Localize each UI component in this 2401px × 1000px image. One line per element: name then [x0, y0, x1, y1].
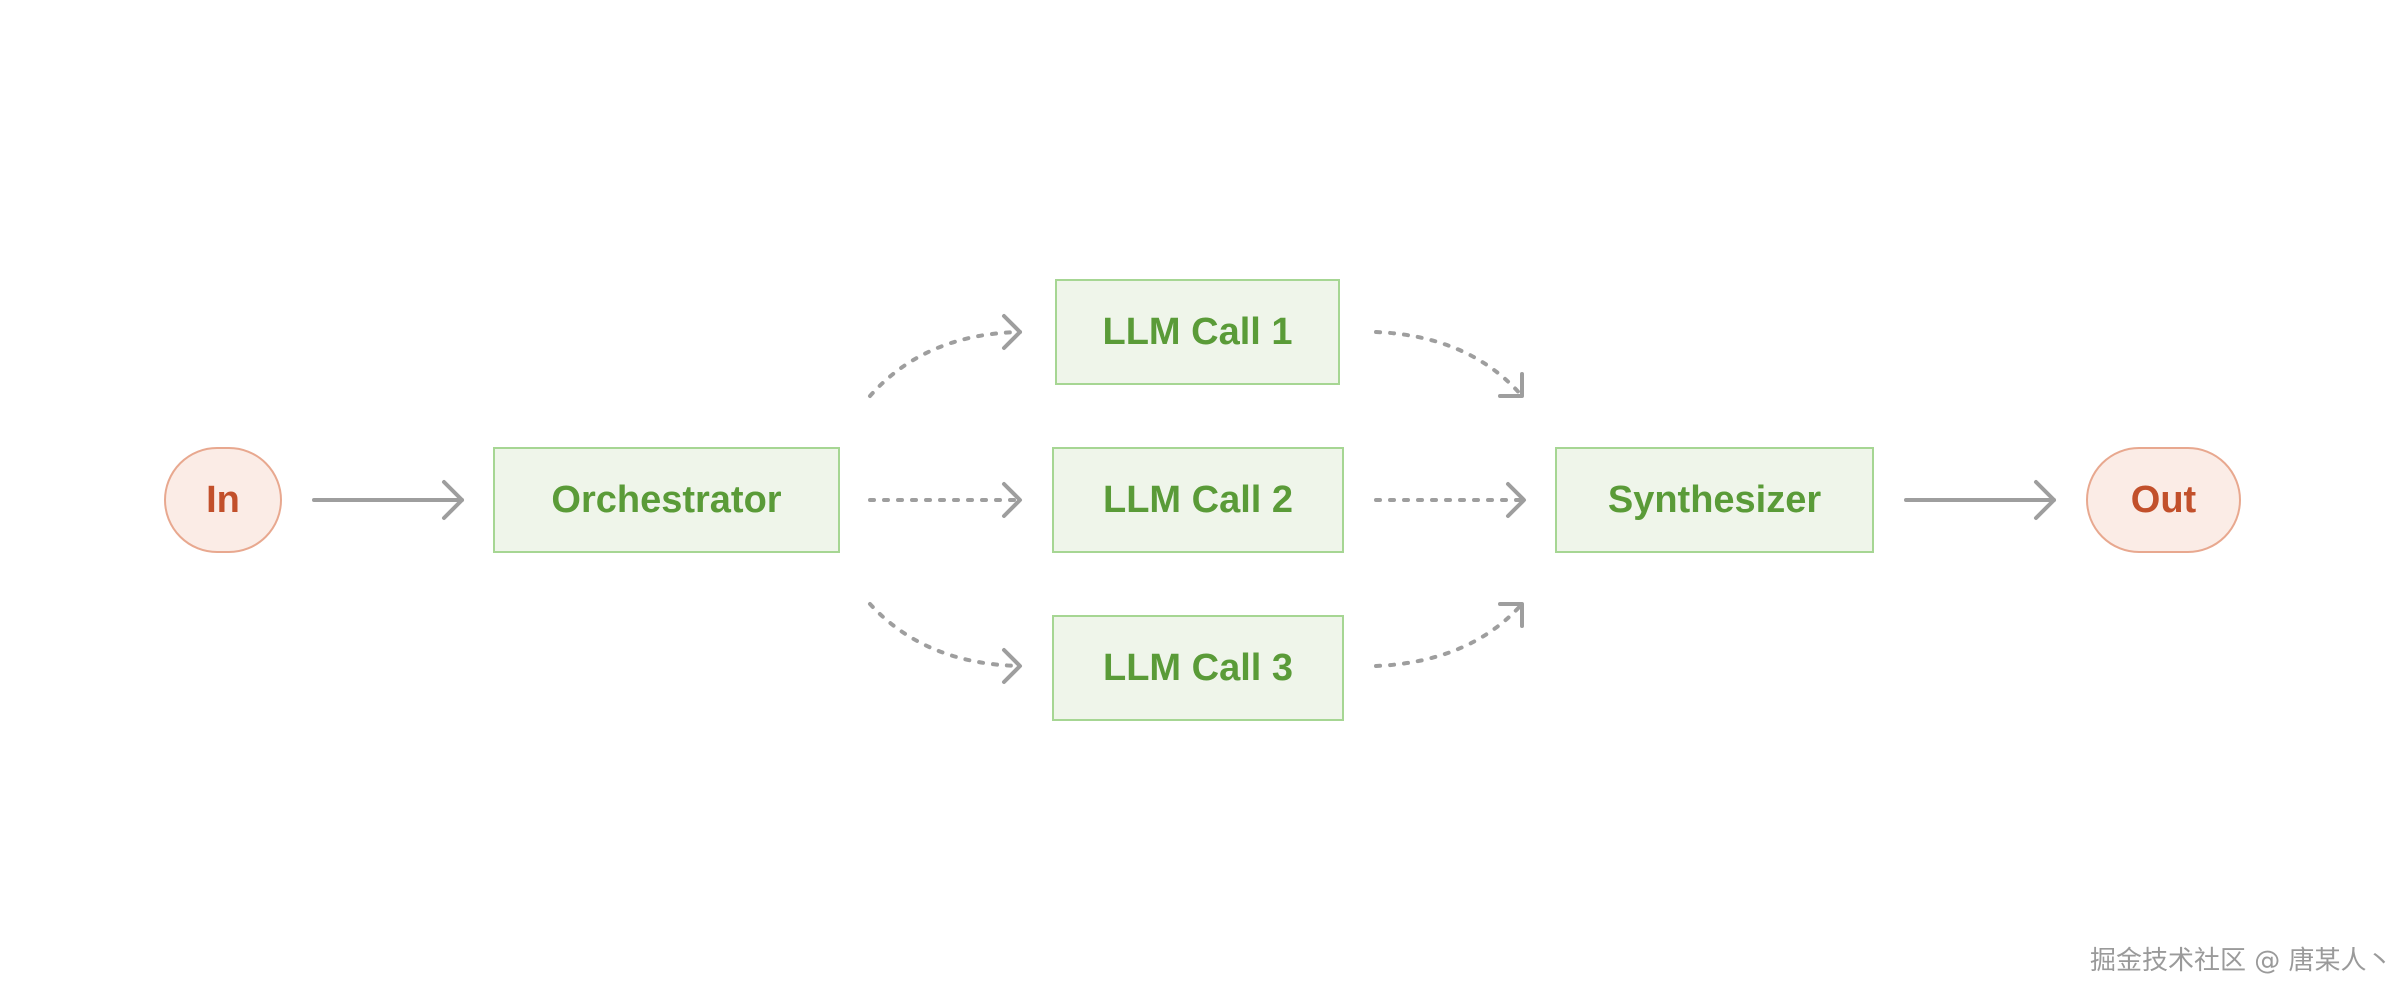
- synthesizer-node: Synthesizer: [1555, 447, 1874, 553]
- arrow-in-to-orchestrator: [312, 480, 464, 520]
- llm-call-2-node: LLM Call 2: [1052, 447, 1344, 553]
- synthesizer-node-label: Synthesizer: [1607, 478, 1822, 521]
- output-node-label: Out: [2130, 478, 2197, 521]
- arrow-llm-call-2-to-synthesizer: [1374, 482, 1526, 518]
- arrow-llm-call-1-to-synthesizer: [1374, 330, 1524, 398]
- orchestrator-node: Orchestrator: [493, 447, 840, 553]
- llm-call-3-node: LLM Call 3: [1052, 615, 1344, 721]
- input-node-label: In: [206, 478, 240, 521]
- llm-call-1-node: LLM Call 1: [1055, 279, 1340, 385]
- orchestrator-node-label: Orchestrator: [551, 478, 782, 521]
- llm-call-2-label: LLM Call 2: [1102, 478, 1294, 521]
- llm-call-1-label: LLM Call 1: [1102, 310, 1293, 353]
- watermark-text: 掘金技术社区 @ 唐某人丶: [2090, 946, 2393, 976]
- arrow-orchestrator-to-llm-call-1: [868, 314, 1022, 398]
- input-node: In: [164, 447, 282, 553]
- arrow-synthesizer-to-out: [1904, 480, 2056, 520]
- llm-call-3-label: LLM Call 3: [1102, 646, 1294, 689]
- arrow-orchestrator-to-llm-call-3: [868, 602, 1022, 684]
- output-node: Out: [2086, 447, 2241, 553]
- arrow-orchestrator-to-llm-call-2: [868, 482, 1022, 518]
- arrow-llm-call-3-to-synthesizer: [1374, 602, 1524, 668]
